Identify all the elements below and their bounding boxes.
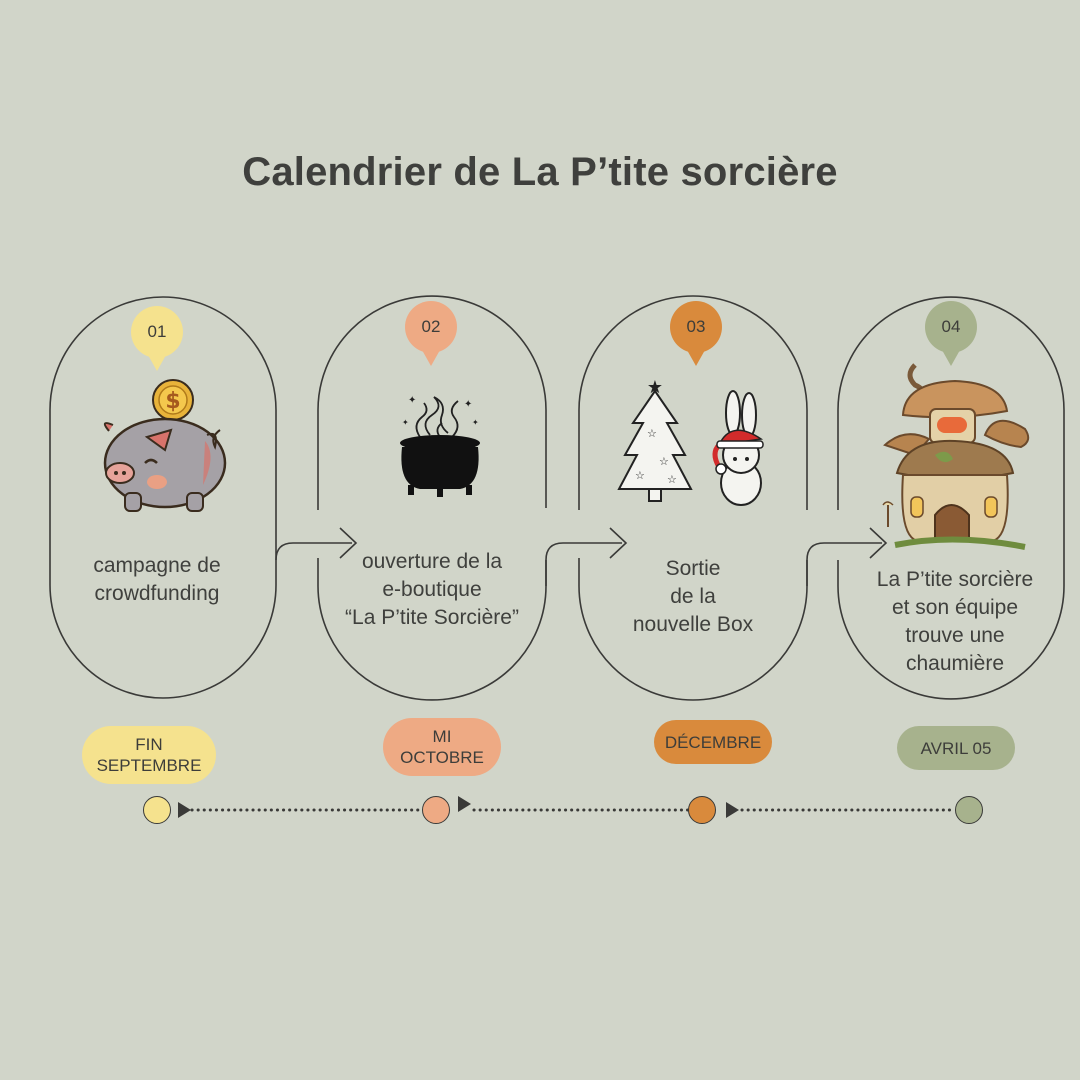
svg-text:✦: ✦	[472, 418, 479, 427]
connector-3-4	[806, 542, 882, 586]
connector-1-2	[275, 542, 352, 585]
cauldron-icon: ✦ ✦ ✦ ✦	[400, 395, 480, 497]
svg-text:☆: ☆	[635, 470, 645, 482]
stage-2-date-badge: MI OCTOBRE	[383, 718, 501, 776]
stage-3-text: Sortie de la nouvelle Box	[632, 557, 754, 636]
svg-text:★: ★	[647, 377, 663, 397]
stage-2-frame	[317, 295, 547, 510]
timeline-arrow-3	[726, 802, 739, 818]
stage-4-frame	[837, 296, 1065, 700]
timeline-arrow-2	[458, 796, 471, 812]
timeline-arrow-1	[178, 802, 191, 818]
timeline-dot-1	[143, 796, 171, 824]
mushroom-house-icon	[882, 363, 1030, 550]
piggy-bank-icon: $	[103, 379, 227, 512]
svg-text:✦: ✦	[464, 399, 472, 410]
svg-text:☆: ☆	[667, 474, 677, 486]
svg-text:$: $	[165, 389, 180, 414]
stage-4-date-badge: AVRIL 05	[897, 726, 1015, 770]
stage-4-number-pin: 04	[925, 301, 977, 366]
stage-1-text: campagne de crowdfunding	[93, 554, 221, 605]
timeline-dot-3	[688, 796, 716, 824]
svg-text:✦: ✦	[402, 418, 409, 427]
svg-text:✦: ✦	[408, 395, 416, 406]
timeline-dot-2	[422, 796, 450, 824]
christmas-tree-bunny-icon: ★ ☆ ☆ ☆ ☆	[617, 377, 764, 506]
svg-text:☆: ☆	[659, 456, 669, 468]
timeline-dot-4	[955, 796, 983, 824]
svg-text:☆: ☆	[647, 428, 657, 440]
stage-3-number-pin: 03	[670, 301, 722, 366]
stage-3-date-badge: DÉCEMBRE	[654, 720, 772, 764]
page-title: Calendrier de La P’tite sorcière	[242, 150, 838, 194]
stage-3-frame	[578, 295, 808, 510]
connector-2-3	[545, 542, 622, 586]
stage-2-number-pin: 02	[405, 301, 457, 366]
stage-4-text: La P’tite sorcière et son équipe trouve …	[876, 568, 1034, 675]
stage-1-number-pin: 01	[131, 306, 183, 371]
stage-1-frame	[49, 296, 277, 699]
stage-2-text: ouverture de la e-boutique “La P’tite So…	[345, 550, 519, 629]
stage-1-date-badge: FIN SEPTEMBRE	[82, 726, 216, 784]
